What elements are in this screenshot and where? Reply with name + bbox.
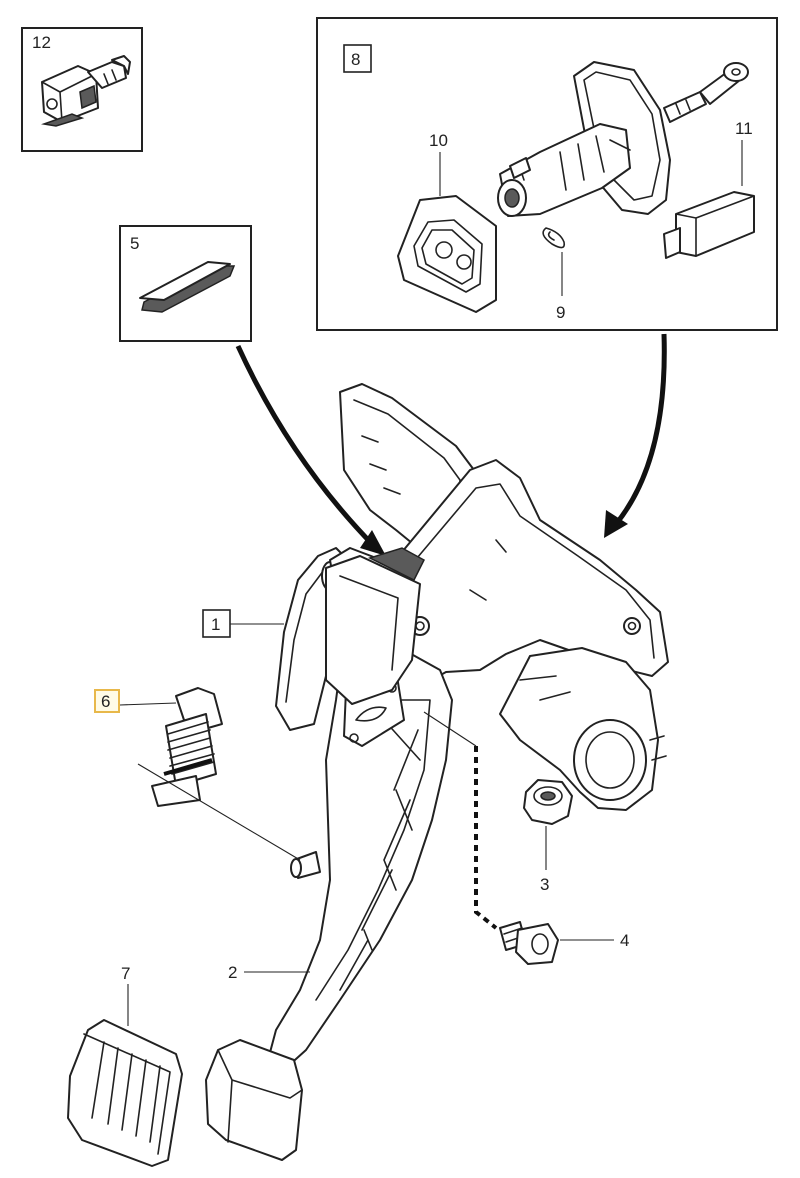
- callout-1-box: [202, 609, 231, 638]
- callout-5[interactable]: 5: [130, 234, 139, 253]
- arrow-from-inset-8: [604, 333, 667, 538]
- arrow-from-inset-5: [235, 344, 386, 556]
- seal-gasket-part: [397, 195, 497, 313]
- clutch-switch-part: [41, 55, 131, 127]
- inset-8-master-cylinder[interactable]: 8 10: [316, 17, 778, 331]
- sensor-bracket-part: [663, 191, 755, 259]
- pedal-box-bracket-part: [275, 383, 669, 811]
- callout-7[interactable]: 7: [121, 964, 130, 983]
- callout-11[interactable]: 11: [735, 119, 753, 138]
- callout-6-highlight: [94, 689, 120, 713]
- inset-5-pad[interactable]: 5: [119, 225, 252, 342]
- pedal-foot-pad-part: [205, 1039, 303, 1161]
- return-spring-part: [151, 687, 223, 807]
- bolt-alignment-line: [474, 746, 498, 930]
- lock-nut-part: [523, 779, 573, 825]
- retaining-clip-part: [542, 227, 566, 249]
- callout-2[interactable]: 2: [228, 963, 237, 982]
- callout-10[interactable]: 10: [429, 131, 448, 150]
- mounting-bolt-part: [499, 921, 559, 965]
- callout-3[interactable]: 3: [540, 875, 549, 894]
- callout-6[interactable]: 6: [101, 692, 110, 711]
- callout-9[interactable]: 9: [556, 303, 565, 322]
- adhesive-pad-part: [139, 261, 236, 313]
- callout-4[interactable]: 4: [620, 931, 629, 950]
- pedal-rubber-cover-part: [67, 1019, 183, 1167]
- inset-12-clutch-switch[interactable]: 12: [21, 27, 143, 152]
- pedal-arm-part: [267, 547, 453, 1069]
- master-cylinder-part: [497, 61, 749, 217]
- callout-1[interactable]: 1: [211, 615, 220, 634]
- callout-8[interactable]: 8: [351, 50, 360, 69]
- callout-12[interactable]: 12: [32, 33, 51, 52]
